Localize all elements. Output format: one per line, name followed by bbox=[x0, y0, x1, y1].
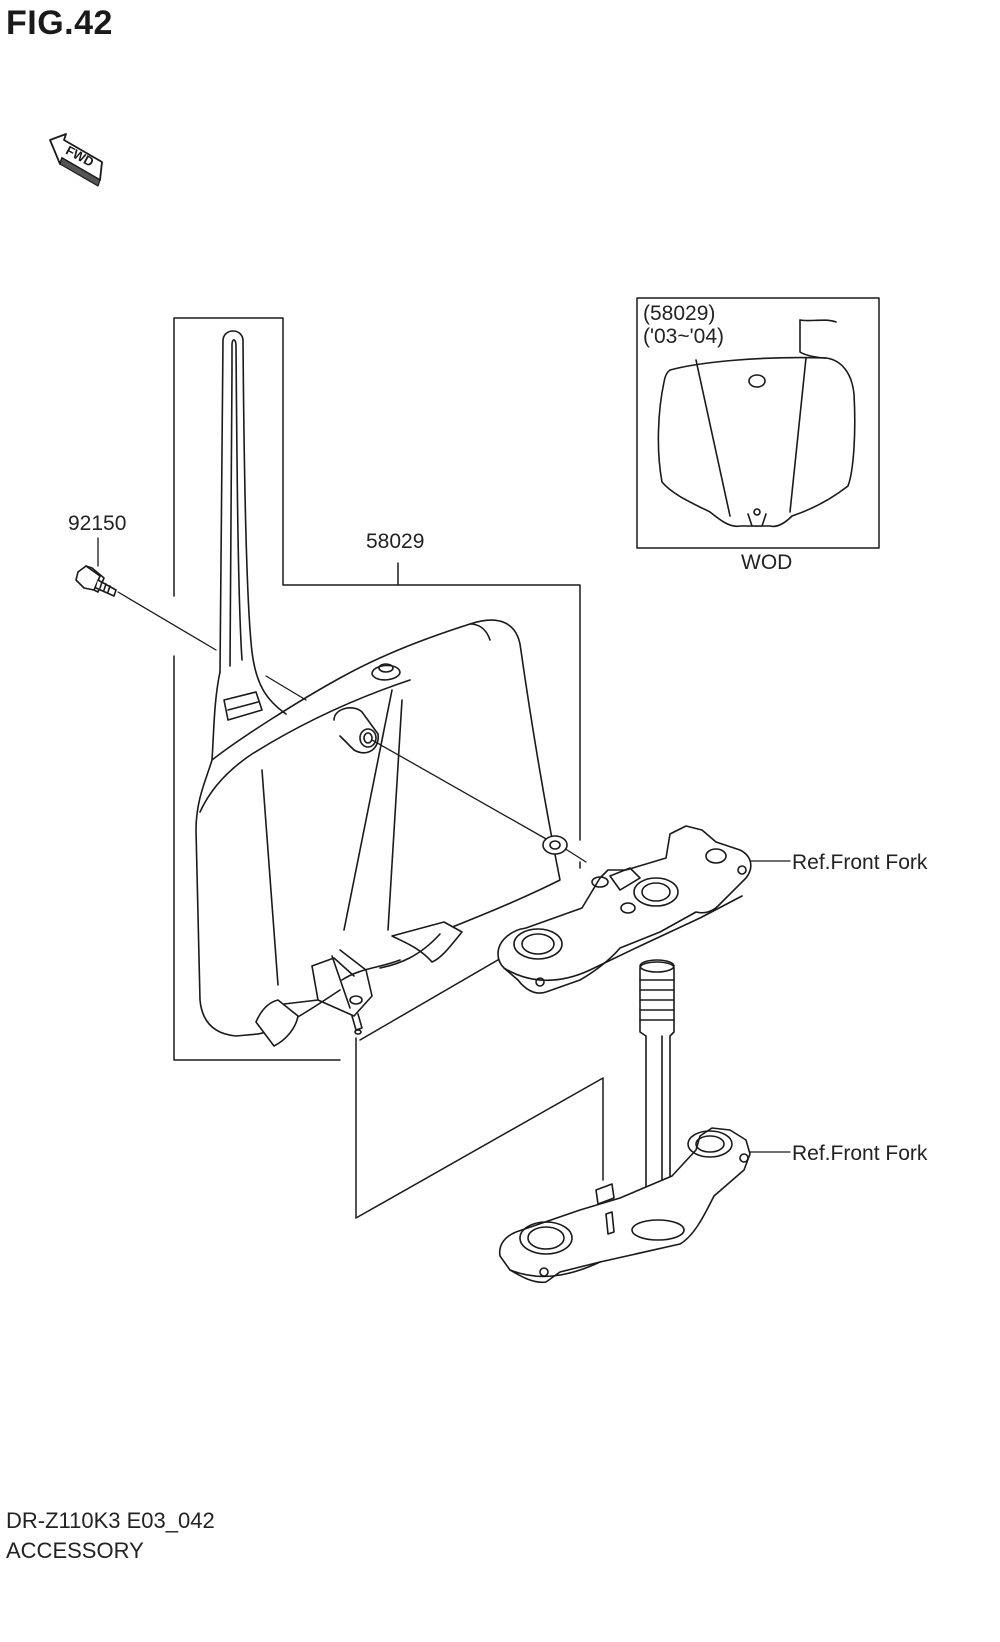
inset-caption: WOD bbox=[741, 551, 793, 574]
lower-fork-bracket[interactable] bbox=[498, 1127, 751, 1284]
footer-section-name: ACCESSORY bbox=[6, 1538, 144, 1563]
bolt-92150[interactable] bbox=[75, 565, 117, 597]
number-plate-58029[interactable] bbox=[195, 330, 561, 1047]
part-number-92150[interactable]: 92150 bbox=[68, 512, 127, 535]
footer-model-code: DR-Z110K3 E03_042 bbox=[6, 1508, 215, 1533]
fwd-arrow-icon: FWD bbox=[49, 133, 103, 187]
inset-part-number: (58029) bbox=[643, 302, 716, 325]
inset-year-range: ('03~'04) bbox=[643, 325, 724, 348]
inset-number-plate-icon bbox=[657, 319, 856, 528]
part-number-58029[interactable]: 58029 bbox=[366, 530, 425, 553]
leader-lines bbox=[97, 537, 791, 1153]
upper-fork-bracket[interactable] bbox=[497, 825, 752, 994]
inset-box bbox=[636, 297, 880, 549]
washer[interactable] bbox=[542, 835, 568, 855]
ref-front-fork-lower[interactable]: Ref.Front Fork bbox=[792, 1142, 928, 1165]
ref-front-fork-upper[interactable]: Ref.Front Fork bbox=[792, 851, 928, 874]
figure-title: FIG.42 bbox=[6, 4, 113, 42]
